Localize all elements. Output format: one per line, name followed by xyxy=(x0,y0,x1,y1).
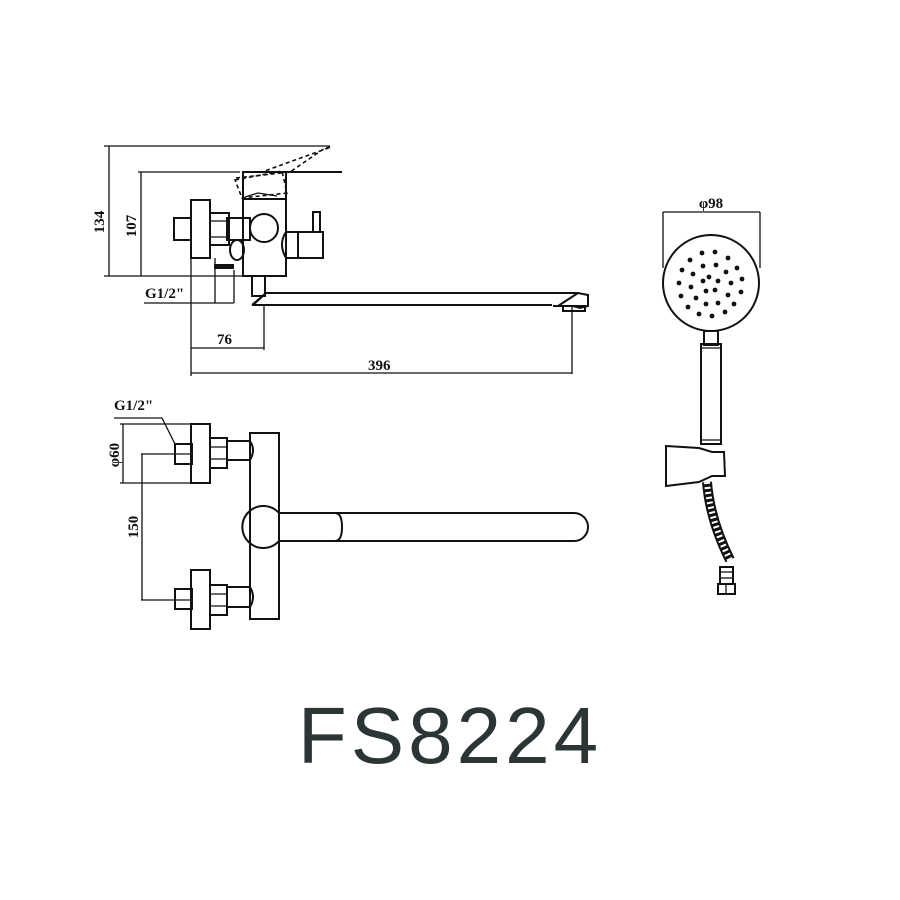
dim-g12-top: G1/2" xyxy=(114,398,153,414)
dim-phi98: φ98 xyxy=(699,196,723,212)
spray-nozzles xyxy=(676,249,745,319)
top-view: G1/2" φ60 150 xyxy=(107,398,589,630)
side-view: 134 107 xyxy=(92,145,589,376)
model-number: FS8224 xyxy=(297,691,603,780)
dim-396: 396 xyxy=(368,358,391,374)
dim-76: 76 xyxy=(217,332,233,348)
dim-phi60: φ60 xyxy=(107,443,123,467)
dim-g12-side: G1/2" xyxy=(145,286,184,302)
dim-107: 107 xyxy=(124,214,140,237)
hand-shower: φ98 xyxy=(662,196,761,595)
dim-134: 134 xyxy=(92,210,108,233)
dim-150: 150 xyxy=(126,516,142,539)
